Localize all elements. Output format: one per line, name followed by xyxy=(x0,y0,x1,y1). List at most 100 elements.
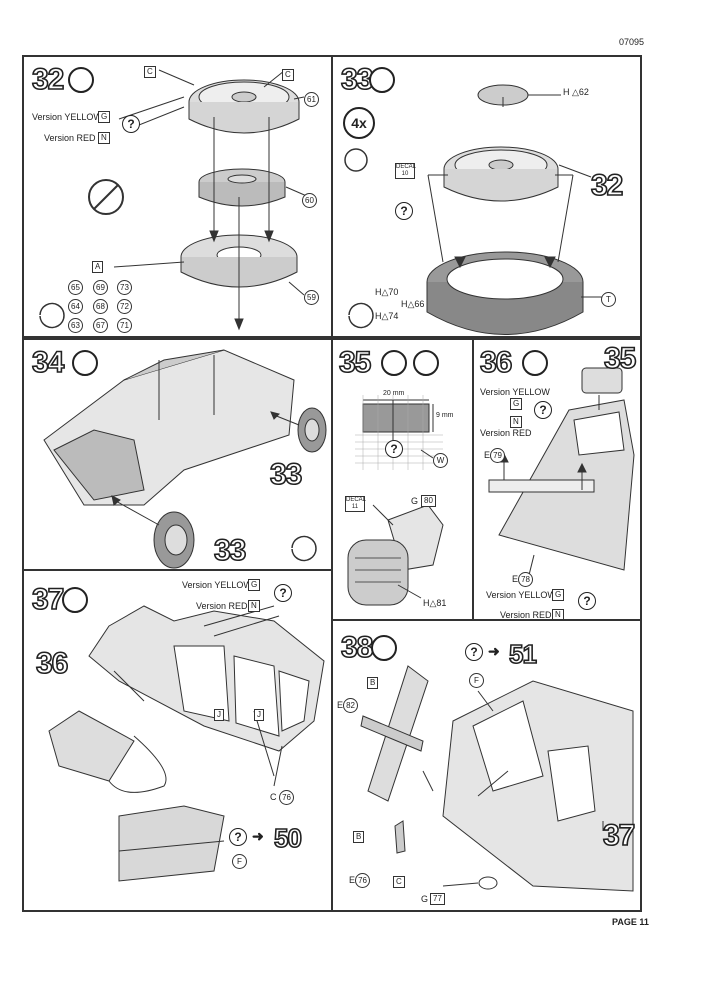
decal-number: 11 xyxy=(351,504,359,510)
step-reference: 33 xyxy=(269,458,303,491)
yellow-code: G xyxy=(510,398,523,410)
option-question-icon: ? xyxy=(395,202,413,220)
part-number: 81 xyxy=(436,598,447,608)
part-number: 74 xyxy=(388,311,399,321)
part-number: T xyxy=(601,292,616,307)
step-reference: 51 xyxy=(508,639,538,669)
part-label-c76: C 76 xyxy=(270,790,295,805)
water-decal-icon xyxy=(413,350,439,376)
part-number: 67 xyxy=(93,318,108,333)
no-cement-icon xyxy=(62,587,88,613)
version-red-label: Version RED xyxy=(44,133,96,143)
part-letter: H xyxy=(375,311,382,321)
part-tag-c: C xyxy=(144,66,156,78)
part-number: 80 xyxy=(421,495,436,507)
part-letter: H xyxy=(423,598,430,608)
step-number: 34 xyxy=(31,346,65,379)
part-letter: H xyxy=(401,299,408,309)
red-code: N xyxy=(98,132,110,144)
part-number: 76 xyxy=(279,790,295,805)
yellow-code: G xyxy=(248,579,261,591)
step-34-drawing xyxy=(43,349,327,569)
step-34-panel: 34 33 33 xyxy=(22,338,333,571)
version-yellow-label: Version YELLOW xyxy=(32,112,102,122)
part-number: 69 xyxy=(93,280,108,295)
step-32-panel: 32 C C 61 Version YELLOW G Version RED N… xyxy=(22,55,333,338)
version-yellow-label: Version YELLOW xyxy=(480,387,550,397)
part-tag-j: J xyxy=(214,709,224,721)
part-letter: F xyxy=(232,854,247,869)
step-reference: 35 xyxy=(603,342,637,375)
option-question-icon: ? xyxy=(534,401,552,419)
step-reference: 37 xyxy=(602,819,636,852)
part-letter: E xyxy=(349,875,356,885)
part-number: 60 xyxy=(302,193,317,208)
step-number: 37 xyxy=(31,583,65,616)
part-number: 64 xyxy=(68,299,83,314)
part-number: W xyxy=(433,453,448,468)
cement-icon xyxy=(522,350,548,376)
step-35-drawing xyxy=(347,395,444,606)
part-number: 72 xyxy=(117,299,132,314)
dimension-width: 20 mm xyxy=(383,390,405,397)
part-number: 59 xyxy=(304,290,319,305)
page-number: PAGE 11 xyxy=(612,917,649,927)
red-code: N xyxy=(552,609,564,619)
part-number: 62 xyxy=(578,87,589,97)
step-36-drawing xyxy=(488,367,635,576)
part-letter: C xyxy=(270,792,277,802)
part-letter: E xyxy=(512,574,519,584)
step-number: 33 xyxy=(340,63,374,96)
step-number: 38 xyxy=(340,631,374,664)
cement-icon xyxy=(369,67,395,93)
part-letter: E xyxy=(484,450,491,460)
step-reference: 32 xyxy=(590,169,624,202)
arrow-to-step: ➜ xyxy=(252,828,264,844)
part-label-h: H △62 xyxy=(563,87,589,97)
step-reference: 50 xyxy=(273,823,303,853)
part-number: 70 xyxy=(388,287,399,297)
part-label-h: H△70 xyxy=(375,287,399,297)
part-letter: F xyxy=(469,673,484,688)
part-tag-c: C xyxy=(282,69,294,81)
part-letter: E xyxy=(337,700,344,710)
part-letter: H xyxy=(375,287,382,297)
part-number: 61 xyxy=(304,92,319,107)
part-number: 73 xyxy=(117,280,132,295)
part-number: 63 xyxy=(68,318,83,333)
version-red-label: Version RED xyxy=(196,601,248,611)
part-label-h: H△81 xyxy=(423,598,447,608)
part-tag-j: J xyxy=(254,709,264,721)
part-number: 68 xyxy=(93,299,108,314)
document-code: 07095 xyxy=(619,37,645,47)
option-question-icon: ? xyxy=(122,115,140,133)
step-33-drawing xyxy=(344,84,603,335)
red-code: N xyxy=(248,600,260,612)
yellow-code: G xyxy=(98,111,111,123)
part-tag-b: B xyxy=(353,831,365,843)
part-letter: H xyxy=(563,87,570,97)
part-tag-a: A xyxy=(92,261,104,273)
part-number: 76 xyxy=(355,873,371,888)
step-36-panel: 36 35 Version YELLOW G ? N Version RED E… xyxy=(472,338,642,621)
version-yellow-label: Version YELLOW xyxy=(486,590,556,600)
step-number: 35 xyxy=(338,346,372,379)
part-label-h: H△74 xyxy=(375,311,399,321)
part-number: 77 xyxy=(430,893,445,905)
version-red-label: Version RED xyxy=(480,428,532,438)
option-question-icon: ? xyxy=(578,592,596,610)
part-tag-c: C xyxy=(393,876,405,888)
part-label-h: H△66 xyxy=(401,299,425,309)
step-number: 32 xyxy=(31,63,65,96)
step-reference: 36 xyxy=(35,647,69,680)
part-letter: G xyxy=(421,894,429,904)
part-tag-b: B xyxy=(367,677,379,689)
